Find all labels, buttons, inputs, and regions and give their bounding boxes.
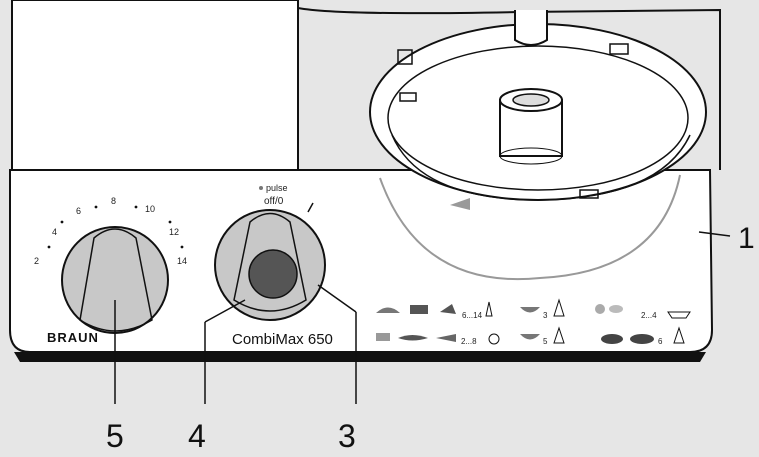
base-body — [9, 169, 714, 362]
off-label: off/0 — [264, 196, 284, 207]
speed-range-label: 6 — [658, 337, 663, 346]
bowl-icon — [520, 334, 540, 340]
callout-4: 4 — [188, 418, 206, 454]
callout-line-4 — [204, 299, 246, 323]
callout-line-1 — [698, 231, 731, 237]
speed-dial-ticks: 2 4 6 8 10 12 14 — [34, 196, 187, 266]
processing-guide: 6...14 3 2...4 2...8 5 6 — [376, 298, 691, 346]
pastry-icon — [410, 305, 428, 314]
speed-range-label: 3 — [543, 311, 548, 320]
pulse-marker — [307, 202, 314, 213]
speed-range-label: 5 — [543, 337, 548, 346]
speed-tick-label: 6 — [76, 206, 81, 216]
bread-icon — [630, 334, 654, 344]
speed-range-label: 2...8 — [461, 337, 477, 346]
tool-icon — [673, 326, 685, 344]
speed-tick-label: 8 — [111, 196, 116, 206]
meat-icon — [376, 307, 400, 313]
speed-tick-label: 10 — [145, 204, 155, 214]
cheese-icon — [376, 333, 390, 341]
brand-logo: BRAUN — [47, 330, 99, 345]
tool-icon — [485, 301, 493, 317]
callout-1: 1 — [738, 222, 755, 255]
carrot-icon — [436, 334, 456, 342]
speed-tick-label: 14 — [177, 256, 187, 266]
lemon-icon — [609, 305, 623, 313]
pulse-button[interactable] — [248, 249, 298, 299]
tool-icon — [553, 326, 565, 344]
bowl-icon — [520, 307, 540, 313]
callout-lines — [114, 231, 731, 404]
model-label: CombiMax 650 — [232, 331, 333, 348]
juicer-icon — [667, 311, 691, 319]
speed-range-label: 2...4 — [641, 311, 657, 320]
guide-row-1: 6...14 3 2...4 — [376, 298, 691, 320]
speed-tick-label: 2 — [34, 256, 39, 266]
citrus-icon — [595, 304, 605, 314]
tool-icon — [553, 298, 565, 317]
speed-range-label: 6...14 — [462, 311, 483, 320]
speed-tick-label: 4 — [52, 227, 57, 237]
callout-5: 5 — [106, 418, 124, 454]
pulse-dot-icon — [259, 186, 263, 190]
vegetable-icon — [440, 304, 456, 314]
guide-row-2: 2...8 5 6 — [376, 326, 685, 346]
speed-tick-label: 12 — [169, 227, 179, 237]
cucumber-icon — [398, 335, 428, 341]
callout-line-3 — [317, 284, 357, 313]
bread-icon — [601, 334, 623, 344]
pulse-label: pulse — [266, 183, 288, 193]
bowl-assembly — [369, 10, 707, 281]
callout-3: 3 — [338, 418, 356, 454]
disc-icon — [488, 333, 500, 345]
